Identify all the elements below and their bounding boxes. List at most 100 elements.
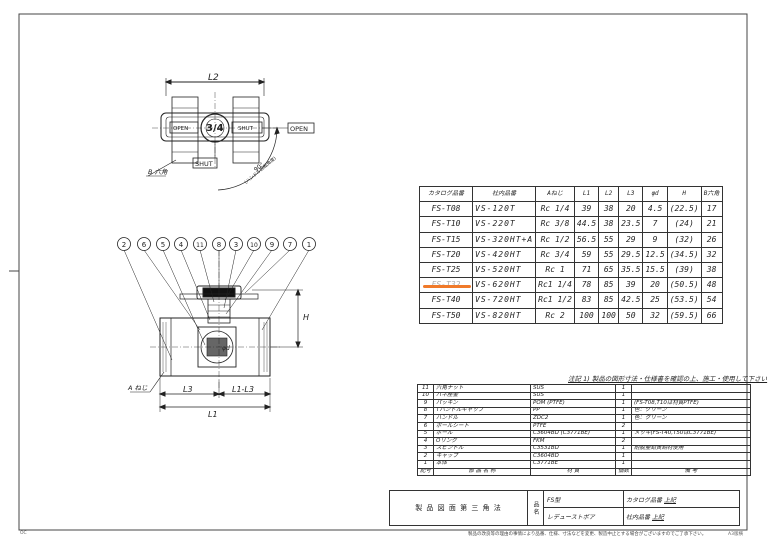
part-remarks: 耐脱亜鉛黄銅材使用 — [631, 444, 752, 454]
balloon-label: 5 — [161, 241, 165, 249]
item-name-line1: FS型 — [544, 491, 623, 508]
part-no: 7 — [416, 414, 435, 423]
balloon-label: 10 — [250, 242, 258, 249]
size-cell: 9 — [642, 231, 668, 248]
part-material: SUS — [530, 384, 617, 393]
size-table-header: カタログ品番 社内品番 Aねじ L1 L2 L3 φd H B六角 — [419, 185, 723, 203]
part-no: 3 — [416, 444, 435, 454]
size-cell: Rc1 1/2 — [535, 292, 575, 309]
size-cell: Rc 3/4 — [535, 246, 575, 263]
part-material: PTFE — [530, 421, 617, 431]
part-material: C3604BD (C3771BE) — [530, 429, 617, 439]
balloon-label: 4 — [179, 241, 184, 249]
size-cell: 66 — [700, 307, 723, 324]
part-name: 本体 — [433, 459, 532, 469]
size-table: カタログ品番 社内品番 Aねじ L1 L2 L3 φd H B六角 FS-T08… — [419, 185, 723, 324]
balloon-label: 9 — [270, 241, 274, 249]
part-no: 9 — [416, 399, 435, 408]
size-col-header: 社内品番 — [471, 185, 537, 203]
size-cell: 48 — [700, 277, 723, 294]
part-qty: 1 — [615, 452, 633, 461]
size-cell: 65 — [598, 261, 620, 279]
part-name: 六角ナット — [433, 384, 532, 393]
internal-value: 上記 — [652, 514, 665, 521]
highlighted-model: FS-T32 — [432, 280, 461, 289]
item-label: 品 名 — [528, 491, 544, 525]
size-cell: 26 — [700, 231, 723, 248]
size-cell: 21 — [700, 216, 723, 233]
part-no: 2 — [416, 452, 435, 461]
part-qty: 1 — [615, 399, 633, 408]
size-cell: (32) — [666, 231, 702, 248]
part-material: POM (PTFE) — [530, 399, 617, 408]
size-cell: 29 — [618, 231, 644, 248]
size-cell: 17 — [700, 201, 723, 218]
balloon-label: 1 — [307, 241, 311, 249]
part-remarks — [631, 421, 752, 431]
part-material: ZDC2 — [530, 414, 617, 423]
dim-l2: L2 — [208, 73, 219, 83]
size-cell: Rc 1/2 — [535, 231, 575, 248]
part-material: FKM — [530, 437, 617, 446]
parts-footer: 記号部 品 名 称材 質個数備 考 — [416, 467, 752, 477]
size-cell: Rc 2 — [535, 307, 575, 324]
part-name: スピンドル — [433, 444, 532, 454]
size-cell: FS-T08 — [419, 201, 473, 218]
size-cell: 38 — [598, 216, 620, 233]
size-cell: 12.5 — [642, 246, 668, 263]
size-cell: 42.5 — [618, 292, 644, 309]
part-name: パッキン — [433, 399, 532, 408]
balloon-group — [117, 237, 316, 251]
size-cell: 32 — [700, 246, 723, 263]
balloon-label: 11 — [196, 242, 204, 249]
size-cell: (34.5) — [666, 246, 702, 263]
front-view — [123, 249, 310, 412]
size-cell: VS-520HT — [471, 261, 537, 279]
size-cell: 29.5 — [618, 246, 644, 263]
size-cell: 85 — [598, 277, 620, 294]
size-cell: 38 — [700, 261, 723, 279]
size-col-header: B六角 — [700, 185, 723, 203]
size-cell: Rc 3/8 — [535, 216, 575, 233]
part-name: Tハンドルキャップ — [433, 406, 532, 416]
paper-size: A3版横 — [728, 532, 743, 537]
size-cell: 56.5 — [573, 231, 600, 248]
part-material: C3531BD — [530, 444, 617, 454]
size-cell: 83 — [573, 292, 600, 309]
part-remarks: (FS-T08,T10は材質PTFE) — [631, 399, 752, 408]
parts-footer-cell: 記号 — [416, 467, 435, 477]
size-cell: VS-820HT — [471, 307, 537, 324]
part-name: ボールシート — [433, 421, 532, 431]
hex-label: B 六角 — [148, 168, 168, 176]
size-cell: 100 — [598, 307, 620, 324]
part-material: C3604BD — [530, 452, 617, 461]
item-name-line2: レデューストボア — [547, 514, 595, 521]
title-block: 製 品 図 面 第 三 角 法 品 名 FS型 レデューストボア カタログ品番 … — [389, 490, 740, 526]
dim-d: φd — [222, 345, 230, 352]
size-cell: FS-T50 — [419, 307, 473, 324]
part-qty: 2 — [615, 421, 633, 431]
size-cell: 35.5 — [618, 261, 644, 279]
part-qty: 1 — [615, 406, 633, 416]
size-cell: VS-220T — [471, 216, 537, 233]
parts-footer-cell: 部 品 名 称 — [433, 467, 532, 477]
part-qty: 1 — [615, 384, 633, 393]
size-cell: FS-T32 — [419, 277, 473, 294]
size-cell: 4.5 — [642, 201, 668, 218]
part-qty: 1 — [615, 414, 633, 423]
size-cell: (53.5) — [666, 292, 702, 309]
size-cell: 15.5 — [642, 261, 668, 279]
highlight-stroke — [423, 285, 471, 288]
dim-h: H — [303, 313, 309, 322]
part-name: バネ座金 — [433, 391, 532, 401]
balloon-label: 7 — [288, 241, 292, 249]
